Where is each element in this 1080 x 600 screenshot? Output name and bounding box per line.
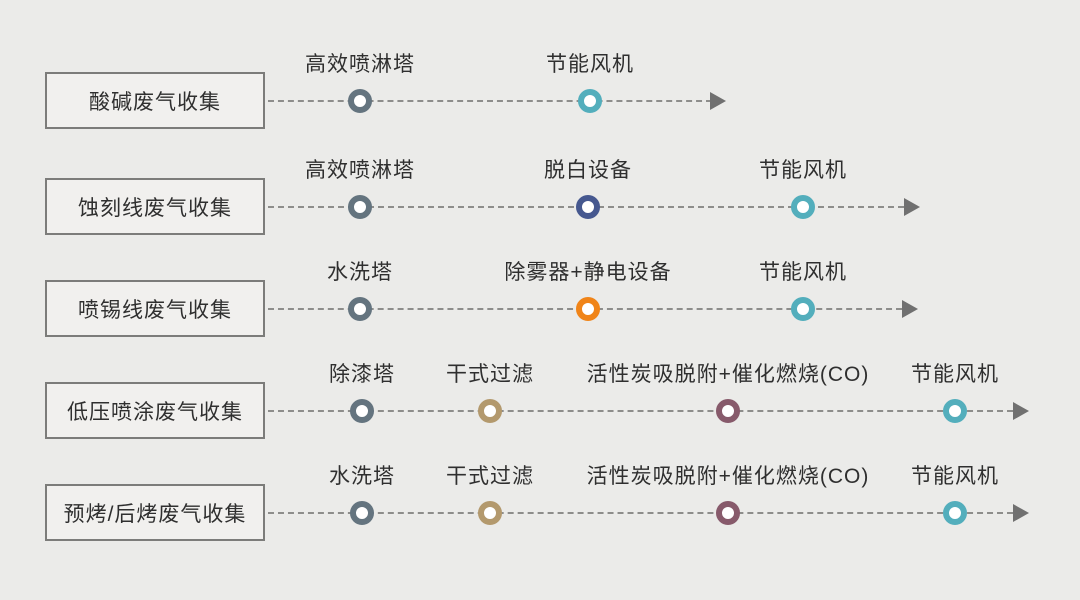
stage-node-icon [578,89,602,113]
stage-label: 节能风机 [911,465,999,488]
source-label: 低压喷涂废气收集 [67,400,243,424]
source-label: 喷锡线废气收集 [78,298,232,322]
stage-node-icon [576,297,600,321]
stage-node-icon [576,195,600,219]
arrow-right-icon [1013,402,1029,420]
stage-node-icon [348,89,372,113]
flow-dashed-line [268,100,712,102]
stage-node-icon [791,297,815,321]
stage-label: 除漆塔 [329,363,395,386]
source-box: 蚀刻线废气收集 [45,178,265,235]
stage-label: 水洗塔 [329,465,395,488]
stage-node-icon [350,399,374,423]
stage-node-icon [716,399,740,423]
arrow-right-icon [710,92,726,110]
stage-label: 节能风机 [546,53,634,76]
stage-node-icon [348,297,372,321]
arrow-right-icon [902,300,918,318]
source-box: 低压喷涂废气收集 [45,382,265,439]
stage-label: 节能风机 [911,363,999,386]
source-label: 酸碱废气收集 [89,90,221,114]
source-box: 预烤/后烤废气收集 [45,484,265,541]
stage-label: 活性炭吸脱附+催化燃烧(CO) [586,363,870,386]
source-box: 酸碱废气收集 [45,72,265,129]
stage-node-icon [943,399,967,423]
stage-label: 除雾器+静电设备 [504,261,672,284]
stage-node-icon [478,399,502,423]
stage-label: 活性炭吸脱附+催化燃烧(CO) [586,465,870,488]
source-label: 蚀刻线废气收集 [78,196,232,220]
stage-label: 高效喷淋塔 [305,53,415,76]
stage-node-icon [791,195,815,219]
stage-node-icon [943,501,967,525]
source-label: 预烤/后烤废气收集 [63,502,247,526]
source-box: 喷锡线废气收集 [45,280,265,337]
flow-dashed-line [268,512,1013,514]
stage-label: 节能风机 [759,159,847,182]
arrow-right-icon [904,198,920,216]
stage-label: 脱白设备 [544,159,632,182]
flow-dashed-line [268,410,1013,412]
stage-label: 干式过滤 [446,465,534,488]
stage-label: 高效喷淋塔 [305,159,415,182]
arrow-right-icon [1013,504,1029,522]
stage-label: 节能风机 [759,261,847,284]
stage-label: 干式过滤 [446,363,534,386]
stage-node-icon [350,501,374,525]
stage-node-icon [478,501,502,525]
stage-node-icon [716,501,740,525]
stage-label: 水洗塔 [327,261,393,284]
stage-node-icon [348,195,372,219]
